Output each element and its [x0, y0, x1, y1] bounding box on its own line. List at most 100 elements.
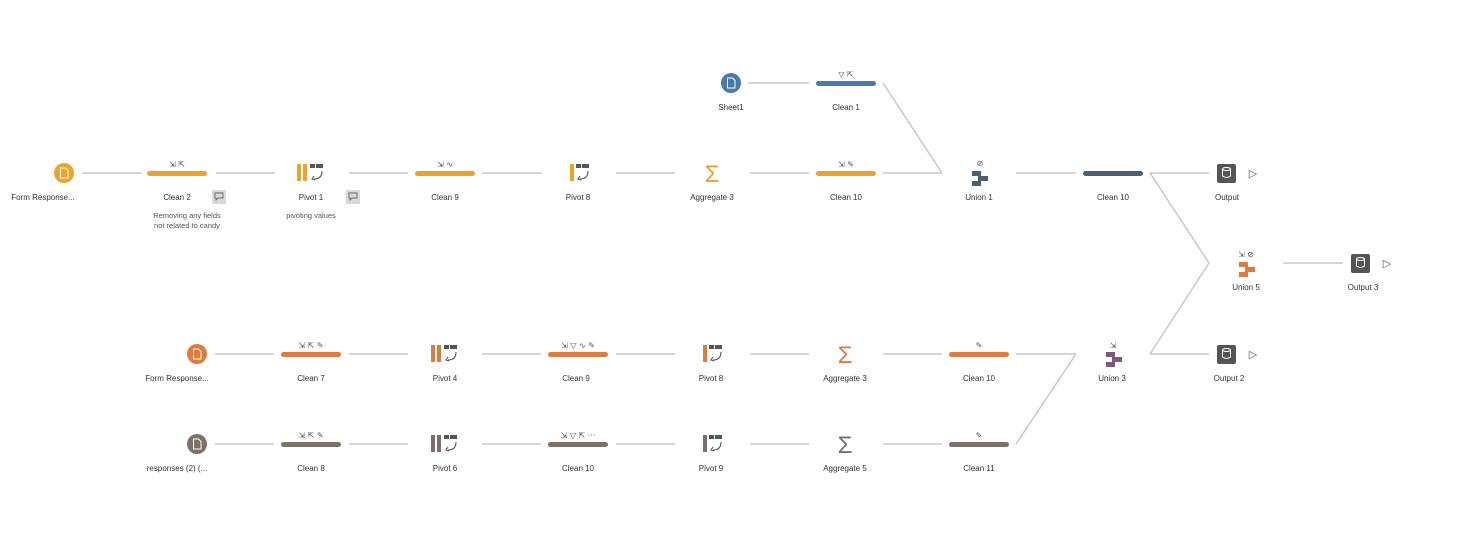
clean-step-bar[interactable] — [147, 171, 207, 176]
svg-text:Aggregate 3: Aggregate 3 — [823, 374, 867, 383]
step-clean-10-bot[interactable]: ⇲ ▽ ⇱ ··· Clean 10 — [548, 431, 608, 473]
step-note: Removing any fields — [153, 211, 221, 220]
svg-text:Clean 9: Clean 9 — [431, 193, 459, 202]
svg-text:Form Response...: Form Response... — [145, 374, 209, 383]
clean-step-bar[interactable] — [949, 352, 1009, 357]
step-clean-11[interactable]: ✎ Clean 11 — [949, 431, 1009, 473]
step-pivot-8-top[interactable]: Pivot 8 — [566, 164, 591, 202]
aggregate-icon[interactable]: Σ — [705, 161, 720, 188]
clean-step-bar[interactable] — [415, 171, 475, 176]
step-changes-icons: ▽ ⇱ — [838, 70, 854, 79]
union-icon[interactable] — [972, 171, 988, 186]
step-sheet1[interactable]: Sheet1 — [718, 73, 744, 112]
pivot-icon[interactable] — [297, 164, 323, 181]
step-changes-icons: ⇲ ⇱ — [169, 160, 185, 169]
step-changes-icons: ⇲ ⇱ ✎ — [298, 341, 323, 350]
step-aggregate-3-mid[interactable]: Σ Aggregate 3 — [823, 342, 867, 383]
step-clean-10-top[interactable]: ⇲ ✎ Clean 10 — [816, 160, 876, 202]
pivot-icon[interactable] — [570, 164, 589, 181]
union-icon[interactable] — [1239, 262, 1255, 277]
step-pivot-4[interactable]: Pivot 4 — [431, 345, 458, 383]
step-clean-10-low[interactable]: ✎ Clean 10 — [949, 341, 1009, 383]
output-database-icon[interactable] — [1351, 254, 1370, 273]
step-union-1[interactable]: ⊘ Union 1 — [965, 159, 993, 202]
svg-text:Pivot 8: Pivot 8 — [566, 193, 591, 202]
step-pivot-1[interactable]: Pivot 1 pivoting values — [286, 164, 360, 220]
step-clean-9-top[interactable]: ⇲ ∿ Clean 9 — [415, 160, 475, 202]
step-union-3[interactable]: ⇲ Union 3 — [1098, 341, 1126, 383]
step-changes-icons: ⇲ — [1110, 341, 1117, 350]
svg-text:Output: Output — [1215, 193, 1240, 202]
comment-icon[interactable] — [212, 190, 226, 204]
svg-text:Clean 9: Clean 9 — [562, 374, 590, 383]
clean-step-bar[interactable] — [816, 171, 876, 176]
svg-text:Union 5: Union 5 — [1232, 283, 1260, 292]
clean-step-bar[interactable] — [281, 442, 341, 447]
step-changes-icons: ⇲ ✎ — [838, 160, 854, 169]
step-pivot-6[interactable]: Pivot 6 — [431, 435, 458, 473]
step-clean-2[interactable]: ⇲ ⇱ Clean 2 Removing any fields not rela… — [147, 160, 226, 230]
svg-text:Clean 10: Clean 10 — [1097, 193, 1130, 202]
step-changes-icons: ⇲ ▽ ∿ ✎ — [561, 341, 595, 350]
svg-text:Clean 10: Clean 10 — [963, 374, 996, 383]
step-clean-9-mid[interactable]: ⇲ ▽ ∿ ✎ Clean 9 — [548, 341, 608, 383]
step-output[interactable]: ▷ Output — [1215, 164, 1258, 202]
clean-step-bar[interactable] — [548, 352, 608, 357]
aggregate-icon[interactable]: Σ — [838, 342, 853, 369]
svg-text:Form Response...: Form Response... — [11, 193, 75, 202]
svg-text:Pivot 1: Pivot 1 — [299, 193, 324, 202]
connector — [1149, 262, 1210, 355]
connectors — [82, 82, 1343, 445]
clean-step-bar[interactable] — [281, 352, 341, 357]
aggregate-icon[interactable]: Σ — [838, 432, 853, 459]
clean-step-bar[interactable] — [548, 442, 608, 447]
clean-step-bar[interactable] — [816, 81, 876, 86]
step-form-responses-2[interactable]: Form Response... — [145, 344, 209, 383]
svg-text:responses (2) (...: responses (2) (... — [147, 464, 207, 473]
svg-text:Clean 7: Clean 7 — [297, 374, 325, 383]
step-aggregate-5[interactable]: Σ Aggregate 5 — [823, 432, 867, 473]
step-clean-1[interactable]: ▽ ⇱ Clean 1 — [816, 70, 876, 112]
union-icon[interactable] — [1106, 352, 1122, 367]
output-database-icon[interactable] — [1217, 345, 1236, 364]
input-file-icon[interactable] — [187, 344, 207, 364]
step-aggregate-3-top[interactable]: Σ Aggregate 3 — [690, 161, 734, 202]
step-clean-8[interactable]: ⇲ ⇱ ✎ Clean 8 — [281, 431, 341, 473]
clean-step-bar[interactable] — [949, 442, 1009, 447]
connector — [1149, 172, 1210, 264]
pivot-icon[interactable] — [703, 435, 722, 452]
step-form-responses-1[interactable]: Form Response... — [11, 163, 75, 202]
connector — [882, 82, 943, 174]
svg-text:Clean 10: Clean 10 — [830, 193, 863, 202]
step-union-5[interactable]: ⇲ ⊘ Union 5 — [1232, 250, 1260, 292]
run-flow-icon[interactable]: ▷ — [1249, 349, 1258, 361]
run-flow-icon[interactable]: ▷ — [1383, 258, 1392, 270]
step-responses-2[interactable]: responses (2) (... — [147, 434, 207, 473]
output-database-icon[interactable] — [1217, 164, 1236, 183]
comment-icon[interactable] — [346, 190, 360, 204]
step-pivot-9[interactable]: Pivot 9 — [699, 435, 724, 473]
step-changes-icons: ⇲ ▽ ⇱ ··· — [561, 431, 596, 440]
step-clean-10-mid[interactable]: Clean 10 — [1083, 171, 1143, 202]
svg-text:Clean 1: Clean 1 — [832, 103, 860, 112]
input-file-icon[interactable] — [54, 163, 74, 183]
clean-step-bar[interactable] — [1083, 171, 1143, 176]
run-flow-icon[interactable]: ▷ — [1249, 168, 1258, 180]
svg-text:Pivot 4: Pivot 4 — [433, 374, 458, 383]
svg-text:Clean 2: Clean 2 — [163, 193, 191, 202]
connector — [1015, 353, 1077, 445]
pivot-icon[interactable] — [431, 435, 457, 452]
pivot-icon[interactable] — [431, 345, 457, 362]
pivot-icon[interactable] — [703, 345, 722, 362]
step-changes-icons: ⇲ ⇱ ✎ — [298, 431, 323, 440]
step-output-3[interactable]: ▷ Output 3 — [1348, 254, 1392, 292]
input-file-icon[interactable] — [187, 434, 207, 454]
svg-text:Sheet1: Sheet1 — [718, 103, 744, 112]
input-file-icon[interactable] — [721, 73, 741, 93]
step-clean-7[interactable]: ⇲ ⇱ ✎ Clean 7 — [281, 341, 341, 383]
step-pivot-8-mid[interactable]: Pivot 8 — [699, 345, 724, 383]
svg-text:Union 3: Union 3 — [1098, 374, 1126, 383]
svg-text:Output 2: Output 2 — [1214, 374, 1245, 383]
step-output-2[interactable]: ▷ Output 2 — [1214, 345, 1258, 383]
